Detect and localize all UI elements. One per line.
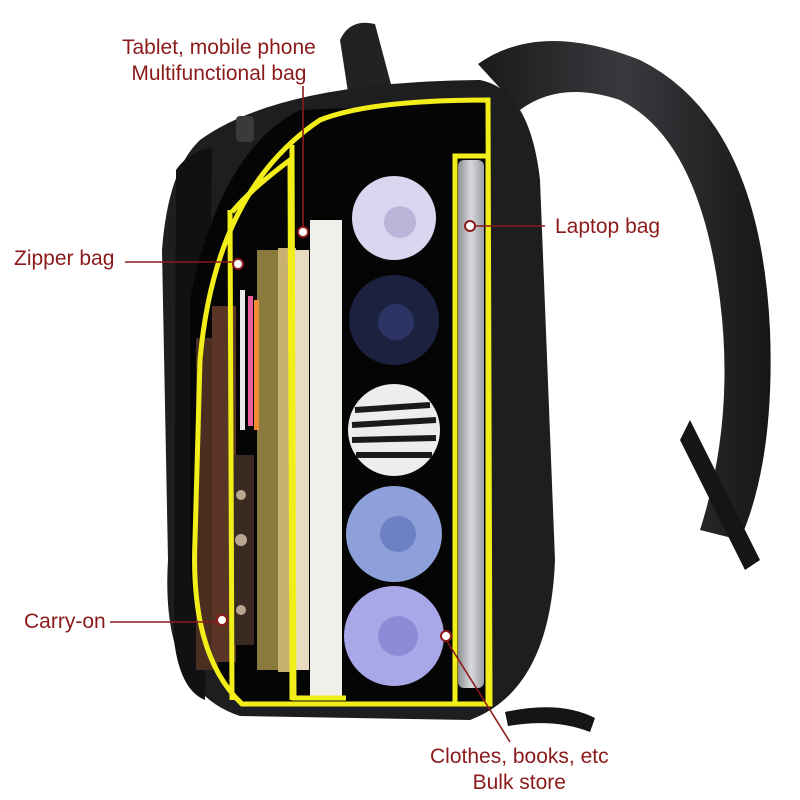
rolled-cloth-blue-fold [380, 516, 416, 552]
rolled-cloth-stripes [351, 402, 437, 458]
top-handle [340, 22, 392, 92]
label-bulk-line2: Bulk store [472, 771, 566, 794]
book-cream [295, 250, 309, 670]
pen-white [240, 290, 245, 430]
label-carry-on: Carry-on [24, 610, 106, 633]
laptop [458, 160, 484, 688]
leader-bulk [444, 637, 511, 743]
lower-strap-loop [505, 707, 595, 732]
outline-outer [192, 97, 493, 707]
label-tablet-line1: Tablet, mobile phone [122, 36, 316, 59]
label-bulk-store: Clothes, books, etc Bulk store [430, 744, 609, 796]
endpoint-laptop [464, 220, 476, 232]
label-zipper-bag: Zipper bag [14, 247, 115, 270]
book-white [310, 220, 342, 700]
rolled-cloth-periwinkle-fold [378, 616, 418, 656]
rolled-cloth-navy-fold [378, 304, 414, 340]
rolled-cloth-striped [348, 384, 440, 476]
book-ornament-3 [236, 605, 246, 615]
pencil-pink [248, 296, 253, 426]
leader-lines [110, 86, 545, 743]
label-laptop-bag: Laptop bag [555, 215, 661, 238]
side-webbing-strap [680, 420, 760, 570]
book-olive [257, 250, 279, 670]
outline-laptop [452, 153, 491, 707]
label-bulk-line1: Clothes, books, etc [430, 745, 609, 768]
zipper-pull [236, 116, 254, 142]
rolled-cloth-lavender-fold [384, 206, 416, 238]
leader-endpoints [216, 220, 476, 642]
shoulder-strap [478, 40, 771, 540]
book-ornament-1 [236, 490, 246, 500]
book-ornament-2 [235, 534, 247, 546]
compartment-outlines [192, 97, 493, 707]
endpoint-tablet [297, 226, 309, 238]
endpoint-bulk [440, 630, 452, 642]
outline-carry-on [227, 209, 235, 701]
endpoint-zipper [232, 258, 244, 270]
pencil-orange [254, 300, 259, 430]
label-tablet-mobile-bag: Tablet, mobile phone Multifunctional bag [122, 35, 316, 87]
endpoint-carry-on [216, 614, 228, 626]
label-tablet-line2: Multifunctional bag [131, 62, 307, 85]
outline-tablet [289, 144, 346, 701]
